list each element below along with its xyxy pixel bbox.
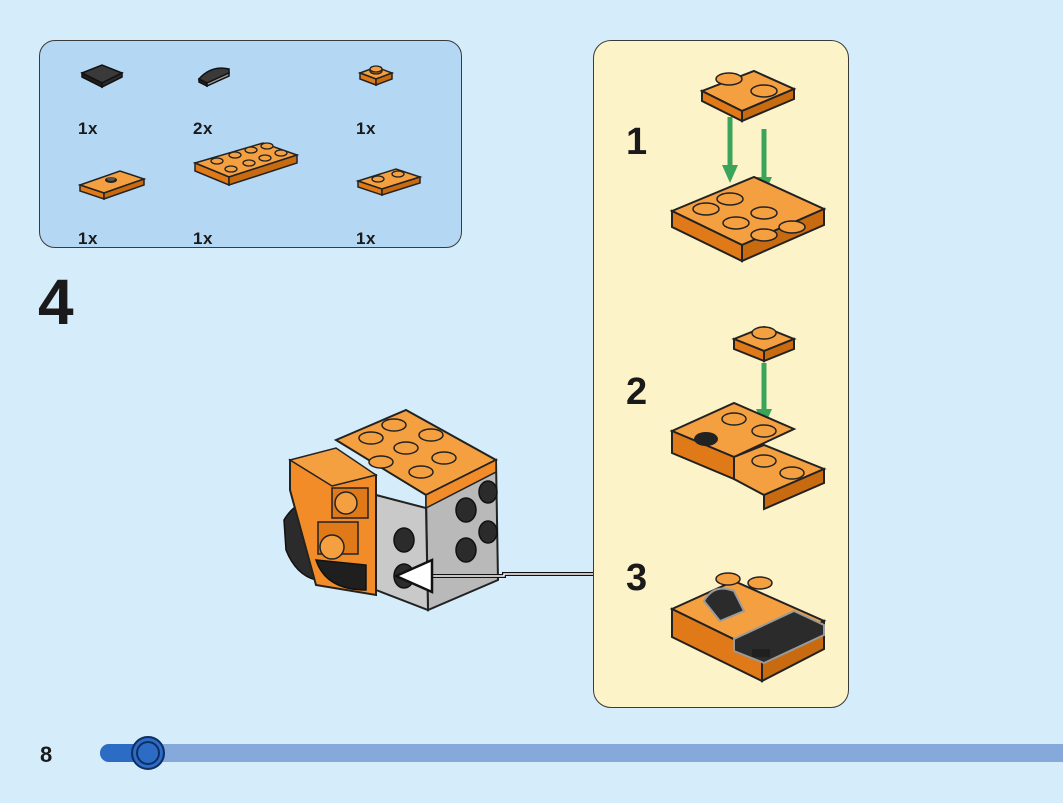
part-qty: 2x <box>193 119 213 138</box>
progress-knob <box>131 736 166 770</box>
progress-track <box>100 744 1063 762</box>
parts-list-panel: 1x 2x 1x 1x <box>39 40 462 248</box>
part-orange-1x1: 1x <box>356 59 466 139</box>
main-model-illustration <box>283 408 500 612</box>
substep-label: 2 <box>626 371 648 413</box>
callout-pointer-arrow <box>392 558 594 594</box>
orange-plate-1x1-icon <box>357 65 395 87</box>
orange-jumper-plate-icon <box>78 170 147 201</box>
substep-label: 1 <box>626 121 648 163</box>
substep-1-illustration <box>669 69 827 263</box>
part-black-curved-tile: 2x <box>193 59 303 139</box>
substep-callout-panel: 1 2 <box>593 40 849 708</box>
part-orange-2x4: 1x <box>193 142 303 249</box>
orange-plate-2x4-icon <box>193 142 300 187</box>
part-qty: 1x <box>78 119 98 138</box>
part-orange-1x2: 1x <box>356 168 466 249</box>
part-black-tile: 1x <box>78 59 188 139</box>
substep-2-illustration <box>669 325 827 511</box>
part-qty: 1x <box>356 119 376 138</box>
part-qty: 1x <box>193 229 213 248</box>
black-curved-tile-icon <box>197 67 230 88</box>
substep-3-illustration <box>669 572 827 683</box>
substep-label: 3 <box>626 557 648 599</box>
part-qty: 1x <box>356 229 376 248</box>
part-qty: 1x <box>78 229 98 248</box>
part-orange-jumper: 1x <box>78 169 188 249</box>
black-tile-icon <box>80 64 124 89</box>
step-number: 4 <box>38 266 74 338</box>
page-number: 8 <box>40 742 53 767</box>
orange-plate-1x2-icon <box>356 168 423 197</box>
